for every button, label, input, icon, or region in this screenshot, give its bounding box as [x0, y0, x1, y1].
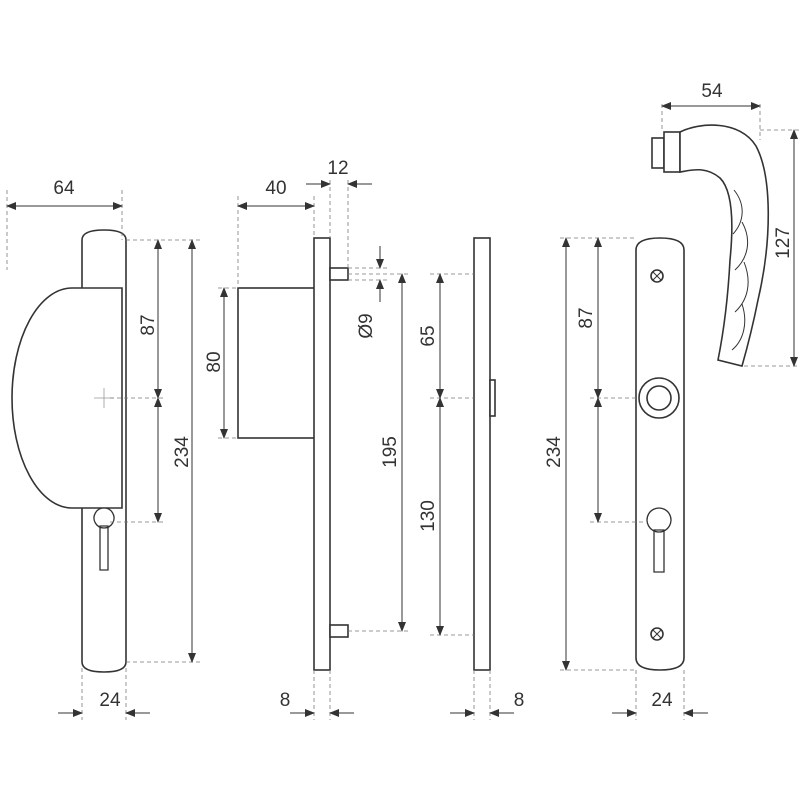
spindle-hole-inner	[646, 385, 672, 411]
dim-back-total: 234	[544, 436, 565, 468]
knob-rosette	[11, 287, 123, 509]
back-plate-front-view: 234 87 24	[544, 237, 708, 720]
dim-spindle-offset: 12	[327, 158, 348, 179]
base-plate-side	[313, 237, 331, 671]
front-view-knob-plate: 64 87 234 24	[6, 178, 200, 720]
lever-handle	[679, 124, 770, 367]
knob-side	[237, 287, 317, 439]
dim-lever-reach: 54	[701, 81, 723, 102]
dim-side-height: 80	[204, 351, 225, 372]
cylinder-hole	[646, 507, 672, 573]
dim-front-upper: 87	[138, 314, 159, 335]
dim-screw-span: 195	[380, 436, 401, 468]
dim-base-thickness: 8	[280, 690, 291, 711]
dim-spindle-diameter: Ø9	[356, 313, 377, 338]
dim-plate-width: 24	[99, 690, 121, 711]
dim-back-upper: 87	[576, 307, 597, 328]
side-view: 40 12 80 Ø9 195 8	[204, 158, 410, 720]
lever-handle-view: 54 127	[651, 81, 800, 367]
dim-back-thickness: 8	[514, 690, 525, 711]
back-plate-side	[473, 237, 491, 671]
dim-plate-upper: 65	[418, 325, 439, 346]
back-plate-side-view: 65 130 8	[418, 237, 525, 720]
dim-lever-height: 127	[773, 227, 794, 259]
dim-front-width: 64	[53, 178, 75, 199]
dim-back-width: 24	[651, 690, 673, 711]
dim-side-depth: 40	[265, 178, 286, 199]
dim-front-total: 234	[172, 436, 193, 468]
dim-plate-lower: 130	[418, 500, 439, 532]
lever-spindle	[651, 137, 665, 169]
